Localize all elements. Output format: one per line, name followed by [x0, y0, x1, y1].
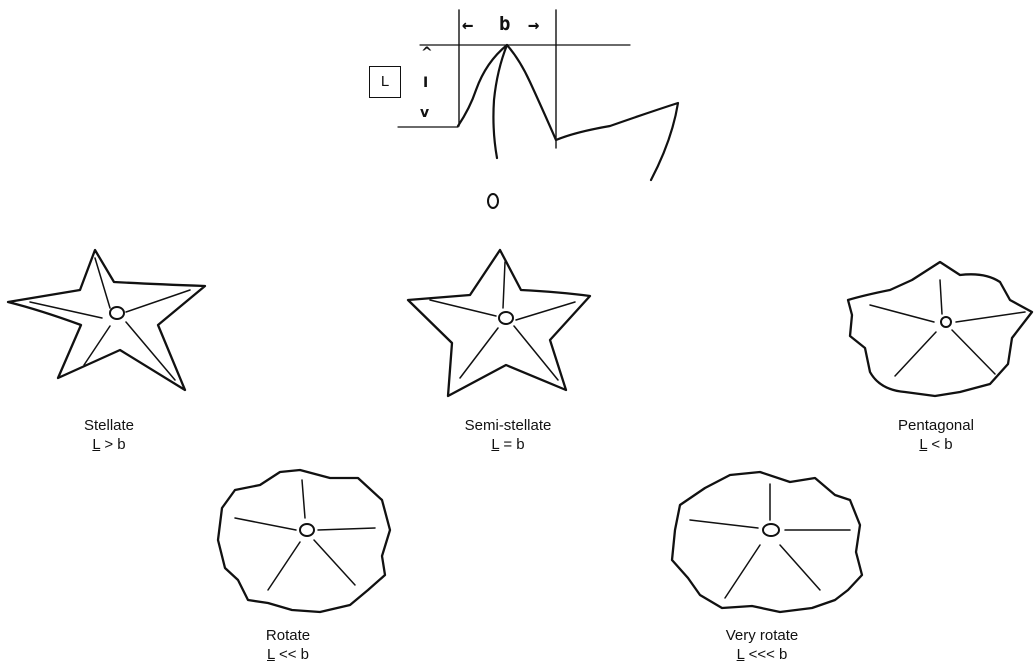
very-rotate-veins	[689, 483, 851, 599]
lobe-midrib	[492, 43, 509, 160]
pentagonal-caption: Pentagonal L < b	[846, 416, 1026, 454]
L-mid-bar: I	[423, 75, 429, 91]
stellate-veins	[29, 257, 191, 381]
rotate-name: Rotate	[265, 627, 311, 644]
lobe-outline	[456, 43, 680, 182]
stellate-flower	[6, 248, 207, 392]
semi-stellate-veins	[429, 261, 576, 381]
semi-stellate-center	[498, 311, 514, 325]
pentagonal-flower	[846, 260, 1034, 398]
rotate-relation: L << b	[267, 646, 309, 663]
rotate-caption: Rotate L << b	[198, 626, 378, 664]
stellate-name: Stellate	[83, 417, 135, 434]
very-rotate-flower	[670, 470, 864, 614]
L-bottom-arrow: v	[420, 105, 430, 121]
lobe-detail	[397, 9, 680, 209]
L-top-arrow: ^	[421, 45, 433, 61]
semi-stellate-outline	[406, 248, 592, 398]
very-rotate-outline	[670, 470, 864, 614]
very-rotate-name: Very rotate	[725, 627, 799, 644]
semi-stellate-name: Semi-stellate	[464, 417, 552, 434]
rotate-outline	[216, 468, 392, 614]
lobe-center-dot	[487, 193, 499, 209]
stellate-outline	[6, 248, 207, 392]
b-right-arrow: →	[528, 14, 540, 36]
very-rotate-relation: L <<< b	[736, 646, 788, 663]
pentagonal-relation: L < b	[919, 436, 953, 453]
b-left-arrow: ←	[462, 14, 474, 36]
rotate-flower	[216, 468, 392, 614]
pentagonal-center	[940, 316, 952, 328]
pentagonal-name: Pentagonal	[898, 417, 974, 434]
pentagonal-outline	[846, 260, 1034, 398]
stellate-relation: L > b	[92, 436, 126, 453]
rotate-veins	[234, 479, 376, 591]
very-rotate-caption: Very rotate L <<< b	[672, 626, 852, 664]
stellate-center	[109, 306, 125, 320]
stellate-caption: Stellate L > b	[19, 416, 199, 454]
very-rotate-center	[762, 523, 780, 537]
semi-stellate-flower	[406, 248, 592, 398]
semi-stellate-relation: L = b	[491, 436, 525, 453]
pentagonal-veins	[869, 279, 1026, 377]
b-width-label: b	[499, 13, 511, 35]
rotate-center	[299, 523, 315, 537]
L-box-label: L	[369, 66, 401, 98]
semi-stellate-caption: Semi-stellate L = b	[418, 416, 598, 454]
